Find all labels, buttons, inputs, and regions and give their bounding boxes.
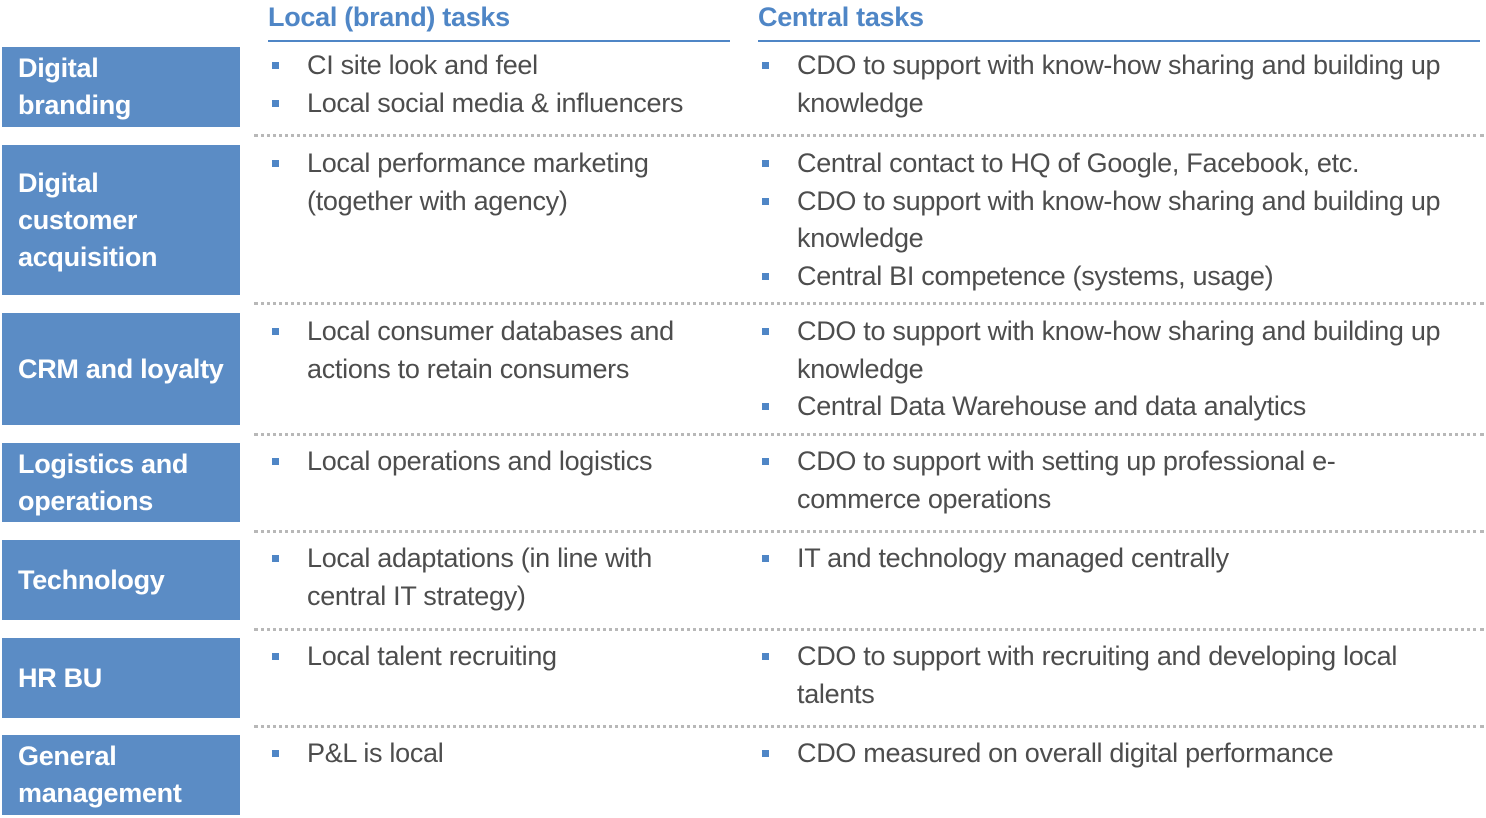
item-text: CDO to support with setting up professio… (797, 446, 1336, 514)
row-label-logistics-and-operations: Logistics and operations (2, 443, 240, 522)
square-bullet-icon (762, 272, 769, 280)
square-bullet-icon (762, 197, 769, 205)
square-bullet-icon (762, 328, 769, 335)
local-header-underline (268, 40, 730, 42)
list-item: CDO measured on overall digital performa… (758, 735, 1470, 773)
item-text: CDO to support with recruiting and devel… (797, 641, 1398, 709)
list-item: CI site look and feel (268, 47, 728, 85)
row-label-digital-customer-acquisition: Digital customer acquisition (2, 145, 240, 295)
row-label-digital-branding: Digital branding (2, 47, 240, 127)
item-text: CDO to support with know-how sharing and… (797, 50, 1441, 118)
row-label-text: Digital customer acquisition (18, 167, 158, 272)
row-label-text: Digital branding (18, 53, 132, 120)
square-bullet-icon (272, 328, 279, 335)
square-bullet-icon (762, 403, 769, 410)
row-separator (254, 302, 1484, 305)
item-text: Central contact to HQ of Google, Faceboo… (797, 148, 1360, 178)
item-text: Central Data Warehouse and data analytic… (797, 391, 1306, 421)
list-item: CDO to support with know-how sharing and… (758, 313, 1470, 388)
list-item: Local social media & influencers (268, 85, 728, 123)
row-label-text: CRM and loyalty (18, 353, 224, 384)
local-cell-general-management: P&L is local (268, 735, 728, 773)
local-cell-hr-bu: Local talent recruiting (268, 638, 728, 676)
list-item: Local performance marketing (together wi… (268, 145, 728, 220)
square-bullet-icon (762, 750, 769, 757)
local-cell-digital-branding: CI site look and feel Local social media… (268, 47, 728, 122)
row-separator (254, 433, 1484, 436)
item-text: P&L is local (307, 738, 444, 768)
row-label-text: HR BU (18, 662, 102, 693)
list-item: IT and technology managed centrally (758, 540, 1470, 578)
item-text: Local adaptations (in line with central … (307, 543, 652, 611)
row-label-text: Technology (18, 564, 165, 595)
list-item: CDO to support with know-how sharing and… (758, 183, 1470, 258)
square-bullet-icon (272, 99, 279, 107)
row-separator (254, 134, 1484, 137)
list-item: Central contact to HQ of Google, Faceboo… (758, 145, 1470, 183)
square-bullet-icon (272, 555, 279, 562)
list-item: Local operations and logistics (268, 443, 728, 481)
item-text: Local social media & influencers (307, 87, 684, 118)
square-bullet-icon (272, 160, 279, 167)
row-label-hr-bu: HR BU (2, 638, 240, 718)
square-bullet-icon (272, 653, 279, 660)
row-label-crm-and-loyalty: CRM and loyalty (2, 313, 240, 425)
list-item: CDO to support with setting up professio… (758, 443, 1470, 518)
central-cell-general-management: CDO measured on overall digital performa… (758, 735, 1470, 773)
square-bullet-icon (272, 750, 279, 757)
list-item: P&L is local (268, 735, 728, 773)
local-cell-digital-customer-acquisition: Local performance marketing (together wi… (268, 145, 728, 220)
row-separator (254, 628, 1484, 631)
item-text: Local consumer databases and actions to … (307, 316, 674, 384)
row-label-technology: Technology (2, 540, 240, 620)
central-cell-logistics-and-operations: CDO to support with setting up professio… (758, 443, 1470, 518)
square-bullet-icon (762, 555, 769, 562)
item-text: Central BI competence (systems, usage) (797, 260, 1274, 291)
central-header-underline (758, 40, 1480, 42)
central-cell-technology: IT and technology managed centrally (758, 540, 1470, 578)
list-item: Central BI competence (systems, usage) (758, 258, 1470, 296)
central-cell-hr-bu: CDO to support with recruiting and devel… (758, 638, 1470, 713)
list-item: Local adaptations (in line with central … (268, 540, 728, 615)
row-label-text: General management (18, 741, 182, 808)
square-bullet-icon (762, 160, 769, 167)
local-cell-technology: Local adaptations (in line with central … (268, 540, 728, 615)
central-cell-digital-customer-acquisition: Central contact to HQ of Google, Faceboo… (758, 145, 1470, 295)
list-item: CDO to support with know-how sharing and… (758, 47, 1470, 122)
local-tasks-header: Local (brand) tasks (268, 2, 510, 32)
central-tasks-header: Central tasks (758, 2, 924, 32)
square-bullet-icon (272, 458, 279, 465)
local-cell-crm-and-loyalty: Local consumer databases and actions to … (268, 313, 728, 388)
item-text: Local performance marketing (together wi… (307, 148, 649, 216)
item-text: CDO to support with know-how sharing and… (797, 316, 1441, 384)
square-bullet-icon (762, 62, 769, 69)
row-separator (254, 530, 1484, 533)
central-cell-crm-and-loyalty: CDO to support with know-how sharing and… (758, 313, 1470, 426)
local-cell-logistics-and-operations: Local operations and logistics (268, 443, 728, 481)
list-item: Local consumer databases and actions to … (268, 313, 728, 388)
item-text: Local operations and logistics (307, 446, 653, 476)
central-cell-digital-branding: CDO to support with know-how sharing and… (758, 47, 1470, 122)
list-item: Central Data Warehouse and data analytic… (758, 388, 1470, 426)
item-text: Local talent recruiting (307, 641, 557, 671)
item-text: CI site look and feel (307, 50, 538, 80)
square-bullet-icon (272, 62, 279, 69)
item-text: CDO measured on overall digital performa… (797, 738, 1334, 768)
square-bullet-icon (762, 653, 769, 660)
row-label-text: Logistics and operations (18, 448, 189, 516)
row-label-general-management: General management (2, 735, 240, 815)
list-item: Local talent recruiting (268, 638, 728, 676)
list-item: CDO to support with recruiting and devel… (758, 638, 1470, 713)
row-separator (254, 725, 1484, 728)
item-text: IT and technology managed centrally (797, 543, 1229, 573)
square-bullet-icon (762, 458, 769, 465)
item-text: CDO to support with know-how sharing and… (797, 185, 1441, 254)
